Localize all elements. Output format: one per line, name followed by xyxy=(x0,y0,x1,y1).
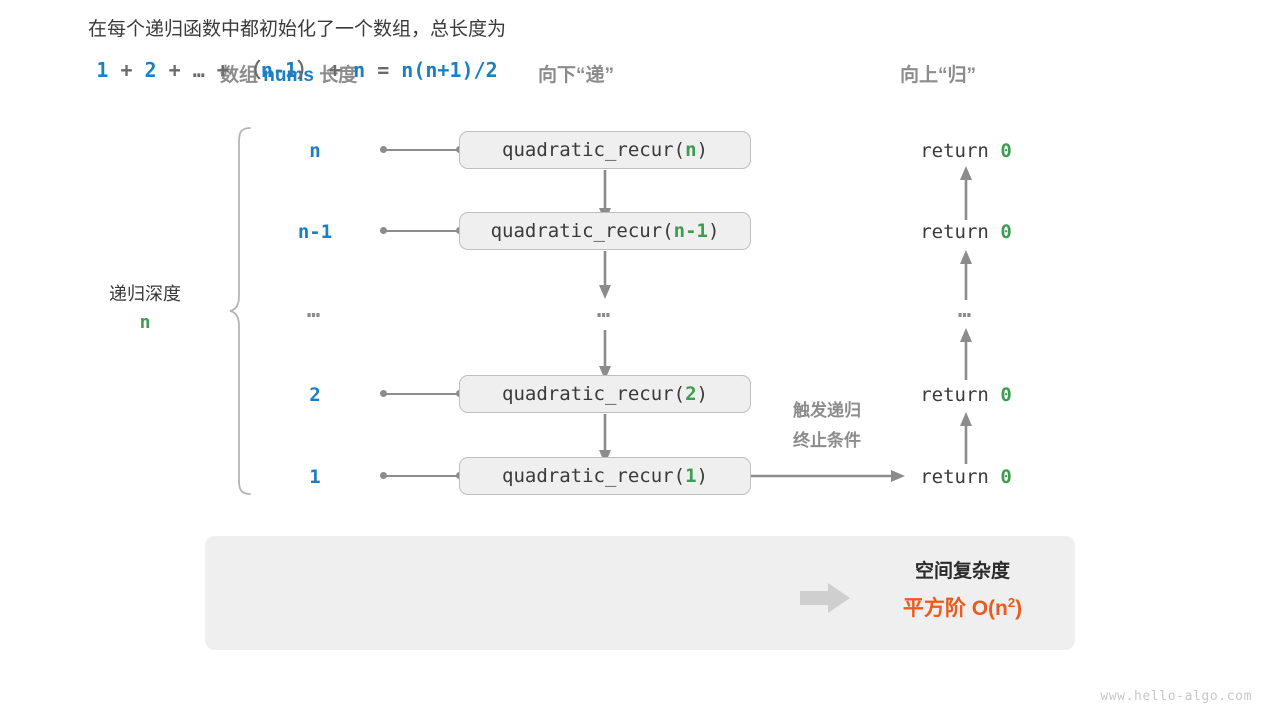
connector-line-0 xyxy=(384,149,462,151)
call-box-row-1[interactable]: quadratic_recur(n-1) xyxy=(459,212,751,250)
return-prefix-3: return xyxy=(920,384,1001,406)
connector-dot-left-0 xyxy=(380,146,387,153)
depth-value-row-3: 2 xyxy=(309,384,321,406)
formula-op-1: + xyxy=(108,57,145,82)
connector-dot-left-1 xyxy=(380,227,387,234)
return-value-3: 0 xyxy=(1000,384,1012,406)
formula-ellipsis: … xyxy=(192,57,205,82)
call-text-prefix-0: quadratic_recur( xyxy=(502,139,686,161)
recursion-depth-value: n xyxy=(139,311,151,333)
header-descend: 向下“递” xyxy=(538,65,615,86)
connector-line-3 xyxy=(384,393,462,395)
return-row-2: … xyxy=(957,298,975,323)
depth-brace-icon xyxy=(229,127,251,495)
call-text-suffix-1: ) xyxy=(707,220,720,242)
return-prefix-0: return xyxy=(920,140,1001,162)
recursion-depth-label: 递归深度 n xyxy=(60,281,230,337)
connector-dot-left-4 xyxy=(380,472,387,479)
formula-term-1: 1 xyxy=(96,57,109,82)
return-row-4: return 0 xyxy=(880,466,1052,488)
formula-op-4: + xyxy=(317,57,354,82)
summary-left: 在每个递归函数中都初始化了一个数组，总长度为 1 + 2 + … + （n-1）… xyxy=(0,16,594,83)
call-text-suffix-4: ) xyxy=(696,465,708,487)
termination-note-line-1: 触发递归 xyxy=(793,401,861,420)
call-box-row-0[interactable]: quadratic_recur(n) xyxy=(459,131,751,169)
call-box-row-4[interactable]: quadratic_recur(1) xyxy=(459,457,751,495)
call-text-suffix-3: ) xyxy=(696,383,708,405)
formula-op-2: + xyxy=(156,57,193,82)
ascend-arrow-icon-2 xyxy=(960,328,972,380)
ascend-arrow-icon-0 xyxy=(960,166,972,220)
call-arg-3: 2 xyxy=(685,383,697,405)
call-arg-1: n-1 xyxy=(673,220,708,242)
recursion-depth-title: 递归深度 xyxy=(109,284,181,304)
formula-op-3: + xyxy=(204,57,241,82)
return-prefix-1: return xyxy=(920,221,1001,243)
formula-term-2: 2 xyxy=(144,57,157,82)
depth-value-row-0: n xyxy=(309,140,321,162)
complexity-value: 平方阶 O(n2) xyxy=(855,592,1070,622)
return-prefix-4: return xyxy=(920,466,1001,488)
complexity-exponent: 2 xyxy=(1007,595,1016,610)
summary-arrow-icon xyxy=(800,583,850,613)
call-text-prefix-3: quadratic_recur( xyxy=(502,383,686,405)
descend-arrow-icon-2 xyxy=(599,330,611,380)
complexity-title: 空间复杂度 xyxy=(914,561,1010,582)
return-value-1: 0 xyxy=(1000,221,1012,243)
connector-dot-left-3 xyxy=(380,390,387,397)
call-text-prefix-4: quadratic_recur( xyxy=(502,465,686,487)
return-value-4: 0 xyxy=(1000,466,1012,488)
call-arg-0: n xyxy=(685,139,697,161)
descend-arrow-icon-1 xyxy=(599,251,611,299)
depth-value-row-1: n-1 xyxy=(297,221,333,243)
base-case-arrow-icon xyxy=(751,470,905,482)
ascend-arrow-icon-1 xyxy=(960,250,972,300)
connector-line-4 xyxy=(384,475,462,477)
complexity-notation: O(n xyxy=(971,597,1008,620)
summary-formula: 1 + 2 + … + （n-1） + n = n(n+1)/2 xyxy=(0,54,594,83)
header-array-highlight: nums xyxy=(263,65,314,86)
summary-panel xyxy=(205,536,1075,650)
termination-note-line-2: 终止条件 xyxy=(793,430,861,450)
watermark: www.hello-algo.com xyxy=(1100,689,1252,704)
header-array-length: 数组 nums 长度 xyxy=(220,60,357,87)
call-text-suffix-0: ) xyxy=(696,139,708,161)
formula-equals: = xyxy=(365,57,402,82)
complexity-prefix: 平方阶 xyxy=(902,597,972,620)
call-box-row-3[interactable]: quadratic_recur(2) xyxy=(459,375,751,413)
formula-left-paren: （ xyxy=(240,57,261,82)
header-ascend: 向上“归” xyxy=(900,65,977,86)
formula-term-5: n xyxy=(353,57,366,82)
header-array-prefix: 数组 xyxy=(220,65,264,86)
formula-result: n(n+1)/2 xyxy=(401,57,498,82)
ascend-arrow-icon-3 xyxy=(960,412,972,464)
formula-right-paren: ） xyxy=(297,57,317,82)
return-value-0: 0 xyxy=(1000,140,1012,162)
complexity-tail: ) xyxy=(1015,597,1023,620)
summary-description: 在每个递归函数中都初始化了一个数组，总长度为 xyxy=(87,19,506,40)
return-row-3: return 0 xyxy=(880,384,1052,406)
depth-value-row-2: … xyxy=(306,298,324,323)
return-row-1: return 0 xyxy=(880,221,1052,243)
call-arg-4: 1 xyxy=(685,465,697,487)
summary-right: 空间复杂度 平方阶 O(n2) xyxy=(855,556,1070,622)
formula-term-4: n-1 xyxy=(260,57,297,82)
return-row-0: return 0 xyxy=(880,140,1052,162)
header-array-suffix: 长度 xyxy=(313,65,358,86)
termination-note: 触发递归 终止条件 xyxy=(762,396,892,456)
call-text-prefix-1: quadratic_recur( xyxy=(490,220,674,242)
call-box-row-2: … xyxy=(596,298,614,323)
connector-line-1 xyxy=(384,230,462,232)
depth-value-row-4: 1 xyxy=(309,466,321,488)
